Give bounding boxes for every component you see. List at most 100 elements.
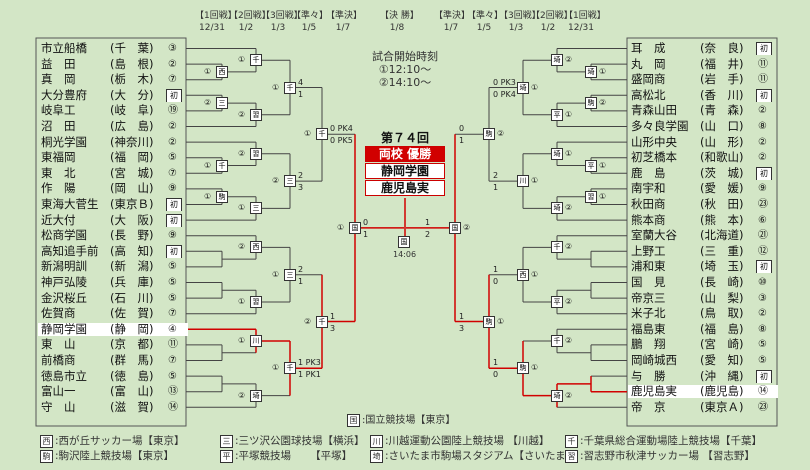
team-name: 南宇和 — [631, 182, 666, 196]
appearance-count: ② — [758, 136, 767, 148]
team-name: 東 山 — [41, 338, 76, 352]
match-slot: ① — [238, 203, 246, 213]
score-bottom: 0 — [493, 276, 499, 286]
round-header-right: 【3回戦】 — [499, 11, 541, 21]
venue-badge: 習 — [250, 108, 262, 121]
appearance-count: ⑫ — [758, 245, 768, 257]
appearance-count: ② — [758, 152, 767, 164]
round-header-right: 【1回戦】 — [564, 11, 606, 21]
venue-badge: 埼 — [551, 202, 563, 215]
team-prefecture: (新 潟) — [110, 260, 154, 274]
team-name: 鹿児島実 — [631, 385, 677, 399]
team-prefecture: (山 形) — [700, 135, 744, 149]
team-row: 真 岡(栃 木)⑦ — [38, 73, 188, 86]
score-bottom: 1 — [493, 183, 499, 193]
team-row: 山形中央 (山 形) ② — [628, 136, 778, 149]
score-top: 2 — [298, 171, 304, 181]
round-date-right: 1/2 — [540, 23, 556, 33]
team-row: 熊本商(熊 本)⑥ — [628, 214, 778, 227]
venue-legend-item: 三:三ツ沢公園球技場【横浜】 — [220, 434, 365, 449]
score-top: 1 — [330, 311, 336, 321]
team-prefecture: (石 川) — [110, 291, 154, 305]
venue-legend-item: 駒:駒沢陸上競技場【東京】 — [40, 449, 174, 464]
team-prefecture: (神奈川) — [110, 135, 154, 149]
team-name: 高松北 — [631, 88, 666, 102]
team-name: 山形中央 — [631, 135, 677, 149]
team-prefecture: (茨 城) — [700, 166, 744, 180]
appearance-count: ③ — [168, 43, 177, 54]
match-slot: ① — [531, 269, 539, 279]
venue-badge: 川 — [517, 175, 529, 188]
appearance-count: ⑨ — [758, 183, 767, 195]
venue-badge: 習 — [250, 296, 262, 308]
venue-badge: 平 — [551, 108, 563, 121]
score-bottom: 3 — [459, 323, 465, 333]
team-row: 多々良学園(山 口)⑧ — [628, 120, 778, 133]
venue-badge: 千 — [316, 315, 328, 328]
team-prefecture: (和歌山) — [700, 151, 744, 165]
appearance-count: ② — [758, 105, 767, 117]
venue-name: :さいたま市駒場スタジアム【さいたま】 — [385, 450, 577, 462]
match-slot: ① — [599, 160, 607, 170]
team-name: 米子北 — [631, 307, 666, 321]
team-name: 国 見 — [631, 276, 666, 289]
team-row: 福島東(福 島)⑧ — [628, 323, 778, 336]
team-row: 静岡学園(静 岡)④ — [38, 322, 188, 336]
team-prefecture: (富 山) — [110, 385, 154, 399]
team-prefecture: (大 分) — [110, 88, 154, 102]
appearance-count: ⑪ — [168, 339, 178, 351]
match-slot: ① — [531, 176, 539, 186]
team-name: 沼 田 — [41, 120, 76, 133]
team-name: 岐阜工 — [41, 104, 76, 118]
score-top: 2 — [298, 264, 304, 274]
team-prefecture: (東京Ａ) — [700, 400, 744, 414]
team-prefecture: (大 阪) — [110, 213, 154, 227]
venue-badge: 埼 — [551, 147, 563, 160]
team-prefecture: (島 根) — [110, 57, 154, 71]
round-date-right: 12/31 — [568, 23, 594, 33]
team-row: 東 山 (京 都) ⑪ — [38, 338, 188, 351]
team-name: 青森山田 — [631, 104, 677, 118]
match-slot: ① — [204, 191, 212, 201]
team-row: 鹿 島(茨 城)初 — [628, 166, 778, 180]
team-name: 近大付 — [41, 213, 76, 227]
match-slot: ① — [272, 363, 280, 373]
champion-label: 両校 優勝 — [365, 146, 445, 162]
team-prefecture: (長 崎) — [700, 276, 744, 289]
team-prefecture: (高 知) — [110, 244, 154, 258]
appearance-count: ⑬ — [168, 386, 178, 398]
team-prefecture: (長 野) — [110, 229, 154, 243]
score-bottom: 3 — [330, 323, 336, 333]
team-prefecture: (千 葉) — [110, 42, 154, 55]
venue-key: 千 — [565, 435, 578, 448]
team-name: 熊本商 — [631, 213, 666, 227]
team-prefecture: (岐 阜) — [110, 104, 154, 118]
team-prefecture: (京 都) — [110, 338, 154, 352]
score-bottom: 1 — [459, 136, 465, 146]
team-name: 東 北 — [41, 166, 76, 180]
score-top: 1 — [493, 264, 499, 274]
score-top: 0 — [459, 124, 465, 134]
match-slot: ② — [565, 297, 573, 306]
round-date-right: 1/7 — [443, 23, 459, 33]
team-name: 守 山 — [41, 400, 76, 414]
match-slot: ① — [204, 160, 212, 170]
team-name: 佐賀商 — [41, 307, 76, 321]
match-slot: ② — [565, 55, 573, 65]
appearance-count: 初 — [756, 166, 772, 180]
venue-badge: 駒 — [585, 97, 597, 110]
team-prefecture: (群 馬) — [110, 354, 154, 367]
venue-badge: 駒 — [517, 362, 529, 375]
team-row: 東海大菅生(東京Ｂ)初 — [38, 198, 188, 211]
team-name: 真 岡 — [41, 73, 76, 87]
venue-badge: 平 — [551, 296, 563, 308]
round-header-left: 【3回戦】 — [261, 11, 303, 21]
venue-badge: 三 — [250, 202, 262, 215]
match-slot: ① — [565, 148, 573, 158]
appearance-count: ⑦ — [168, 74, 177, 86]
appearance-count: ③ — [758, 292, 767, 304]
team-row: 市立船橋(千 葉)③ — [38, 42, 188, 55]
match-slot: ① — [238, 297, 246, 306]
venue-name: :平塚競技場 【平塚】 — [235, 450, 353, 462]
team-row: 耳 成(奈 良)初 — [628, 42, 778, 55]
